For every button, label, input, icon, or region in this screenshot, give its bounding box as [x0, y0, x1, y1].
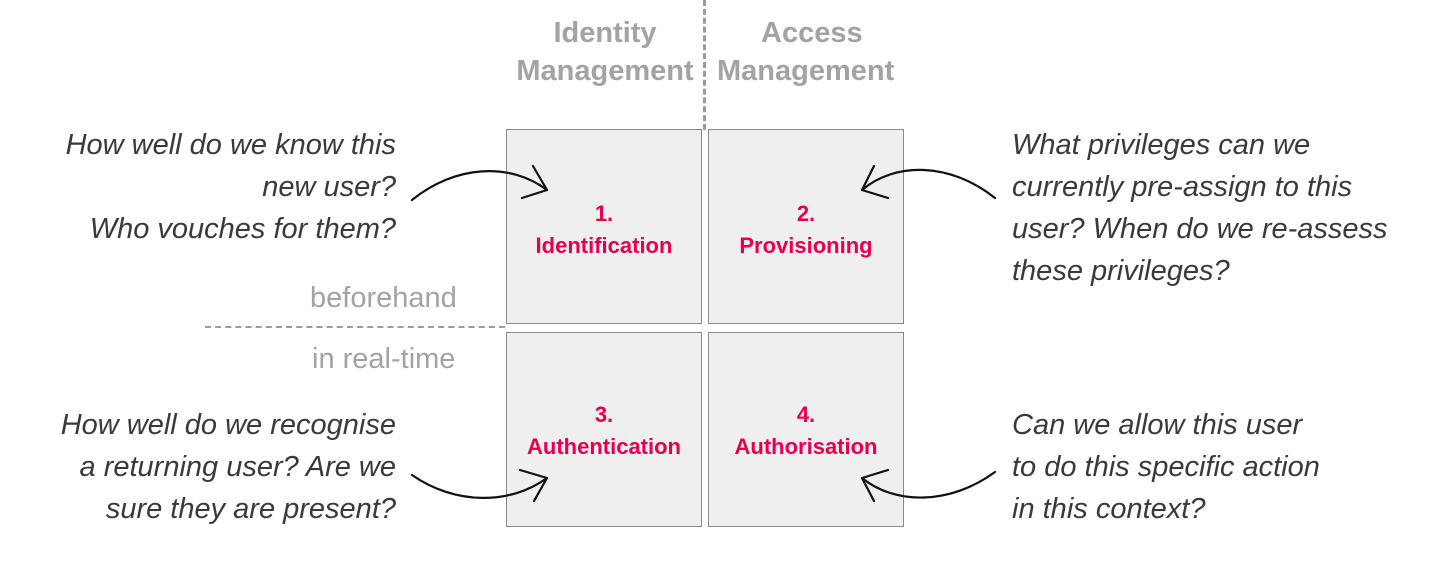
question-line: How well do we know this: [65, 129, 396, 161]
header-line: Identity: [553, 17, 657, 49]
quadrant-number: 1.: [594, 201, 614, 226]
phase-label-beforehand: beforehand: [310, 282, 457, 314]
question-provisioning: What privileges can we currently pre-ass…: [1012, 124, 1388, 292]
quadrant-identification: 1. Identification: [506, 129, 702, 324]
quadrant-label: 2. Provisioning: [709, 198, 903, 262]
access-management-header: Access Management: [705, 14, 907, 90]
header-line: Access: [761, 17, 863, 49]
question-authorisation: Can we allow this user to do this specif…: [1012, 404, 1320, 530]
phase-label-real-time: in real-time: [312, 343, 456, 375]
quadrant-label: 3. Authentication: [507, 399, 701, 463]
question-authentication: How well do we recognise a returning use…: [20, 404, 396, 530]
header-line: Management: [717, 55, 895, 87]
question-line: to do this specific action: [1012, 451, 1320, 483]
question-line: What privileges can we: [1012, 129, 1311, 161]
quadrant-number: 3.: [594, 402, 614, 427]
question-line: sure they are present?: [105, 493, 396, 525]
question-line: a returning user? Are we: [79, 451, 396, 483]
question-line: currently pre-assign to this: [1012, 171, 1353, 203]
question-line: in this context?: [1012, 493, 1206, 525]
question-line: How well do we recognise: [60, 409, 396, 441]
question-identification: How well do we know this new user? Who v…: [20, 124, 396, 250]
quadrant-title: Identification: [535, 233, 673, 258]
quadrant-number: 4.: [796, 402, 816, 427]
quadrant-label: 4. Authorisation: [709, 399, 903, 463]
question-line: these privileges?: [1012, 255, 1230, 287]
horizontal-dashed-divider: [205, 326, 505, 328]
quadrant-authentication: 3. Authentication: [506, 332, 702, 527]
question-line: Can we allow this user: [1012, 409, 1303, 441]
quadrant-number: 2.: [796, 201, 816, 226]
question-line: new user?: [262, 171, 396, 203]
quadrant-provisioning: 2. Provisioning: [708, 129, 904, 324]
quadrant-authorisation: 4. Authorisation: [708, 332, 904, 527]
question-line: Who vouches for them?: [89, 213, 396, 245]
quadrant-title: Authorisation: [734, 434, 878, 459]
identity-management-header: Identity Management: [505, 14, 705, 90]
quadrant-label: 1. Identification: [507, 198, 701, 262]
header-line: Management: [516, 55, 694, 87]
question-line: user? When do we re-assess: [1012, 213, 1388, 245]
quadrant-title: Provisioning: [739, 233, 873, 258]
vertical-dashed-divider: [703, 0, 706, 130]
quadrant-title: Authentication: [527, 434, 681, 459]
